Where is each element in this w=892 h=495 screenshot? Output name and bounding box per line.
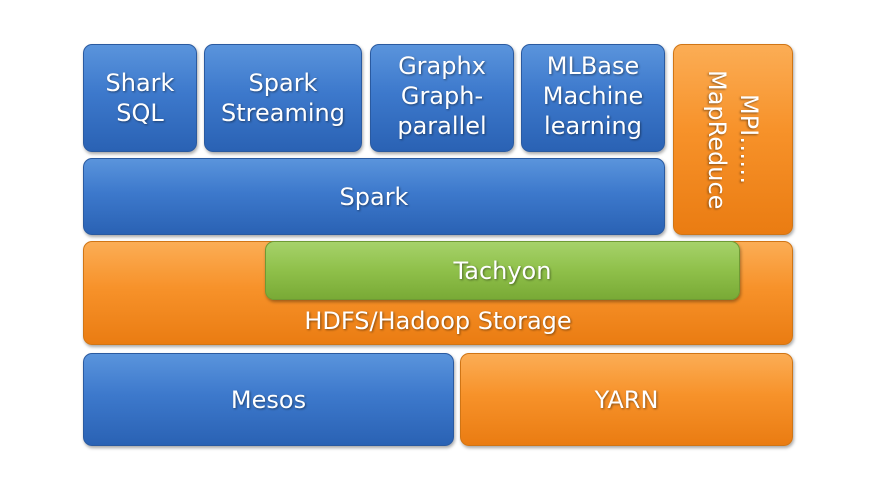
shark-sql-line-1: Shark (105, 69, 175, 97)
mesos-label: Mesos (230, 385, 307, 414)
shark-sql-block: Shark SQL (83, 44, 197, 152)
yarn-label: YARN (594, 385, 659, 414)
tachyon-label: Tachyon (453, 256, 552, 285)
mpi-line: MPI…… (735, 94, 763, 185)
mlbase-block: MLBase Machine learning (521, 44, 665, 152)
mlbase-line-3: learning (544, 112, 642, 140)
graphx-line-1: Graphx (398, 52, 486, 80)
shark-sql-line-2: SQL (116, 99, 164, 127)
graphx-line-2: Graph- (400, 82, 484, 110)
graphx-line-3: parallel (397, 112, 487, 140)
yarn-block: YARN (460, 353, 793, 446)
spark-streaming-line-2: Streaming (221, 99, 345, 127)
mlbase-line-1: MLBase (546, 52, 640, 80)
mlbase-line-2: Machine (542, 82, 644, 110)
mesos-block: Mesos (83, 353, 454, 446)
mpi-mapreduce-block: MPI…… MapReduce (673, 44, 793, 235)
spark-streaming-block: Spark Streaming (204, 44, 362, 152)
spark-streaming-line-1: Spark (248, 69, 318, 97)
mapreduce-line: MapReduce (703, 69, 731, 210)
hdfs-storage-label: HDFS/Hadoop Storage (304, 307, 572, 335)
spark-label: Spark (339, 182, 409, 211)
graphx-block: Graphx Graph- parallel (370, 44, 514, 152)
spark-block: Spark (83, 158, 665, 235)
tachyon-block: Tachyon (265, 241, 740, 300)
